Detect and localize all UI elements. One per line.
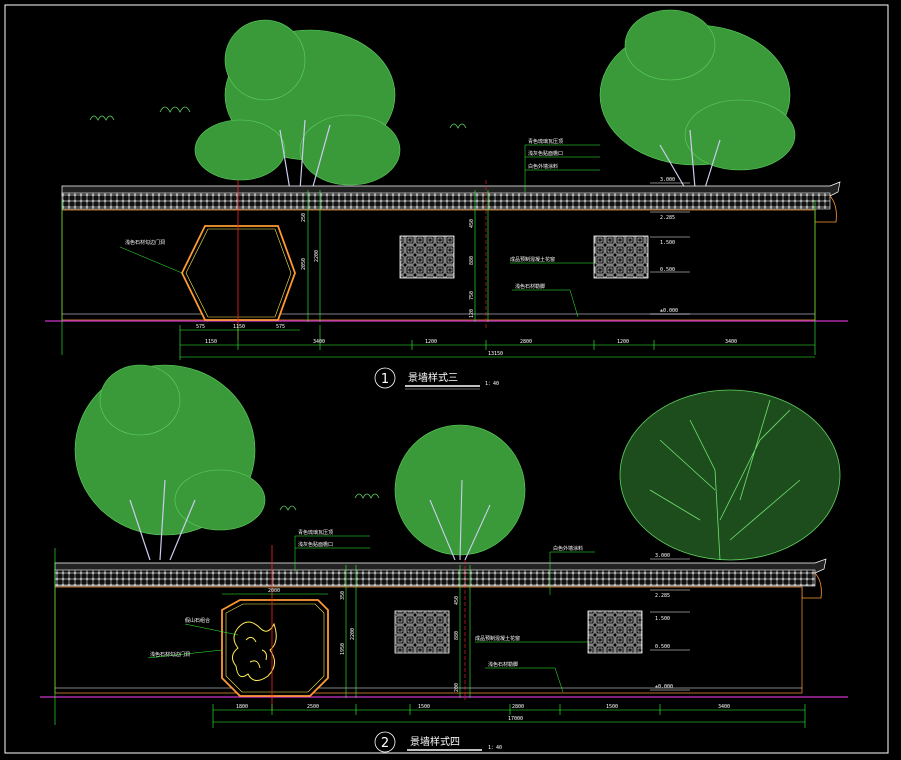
grass-icon — [159, 106, 191, 113]
tree-icon — [619, 389, 841, 561]
dim-label: 2050 — [301, 258, 307, 270]
note-window: 成品预制混凝土花窗 — [475, 635, 520, 642]
drawing-number-circle — [374, 731, 396, 753]
dim-label: 575 — [276, 324, 285, 330]
note-base: 浅色石材勒脚 — [488, 661, 518, 668]
dimension-lines — [54, 548, 806, 728]
dim-label: 1200 — [425, 339, 437, 345]
dim-label: 880 — [469, 256, 475, 265]
cornice-band — [61, 192, 831, 210]
cornice-band — [54, 569, 816, 587]
dim-label: 1500 — [606, 704, 618, 710]
tree-icon — [194, 19, 401, 191]
dim-label: 3400 — [718, 704, 730, 710]
level-label: 3.000 — [655, 553, 670, 559]
dim-label: 450 — [469, 219, 475, 228]
dim-label: 250 — [301, 213, 307, 222]
dim-label: 1150 — [205, 339, 217, 345]
level-markers — [650, 558, 690, 691]
dim-label: 3400 — [725, 339, 737, 345]
drawing-title: 景墙样式四 — [410, 735, 460, 748]
dim-label: 120 — [469, 309, 475, 318]
tree-icon — [394, 424, 526, 561]
drawing-scale: 1：40 — [485, 381, 499, 387]
note-rock: 假山石组合 — [185, 617, 210, 624]
level-label: 2.285 — [660, 215, 675, 221]
dim-label: 2800 — [512, 704, 524, 710]
drawing-number: 1 — [381, 372, 389, 387]
note-base: 浅色石材勒脚 — [515, 283, 545, 290]
dim-label: 1200 — [617, 339, 629, 345]
door-opening — [180, 225, 296, 321]
dim-label: 200 — [454, 683, 460, 692]
drawing-number: 2 — [381, 736, 389, 751]
drawing-title: 景墙样式三 — [408, 371, 458, 384]
dim-label: 2200 — [314, 250, 320, 262]
dim-total: 13150 — [488, 351, 503, 357]
dim-label: 2800 — [520, 339, 532, 345]
elevation-1: 3.000 2.285 1.500 0.500 ±0.000 青色琉璃瓦压顶 浅… — [45, 9, 848, 390]
dim-label: 350 — [340, 591, 346, 600]
level-label: ±0.000 — [660, 308, 678, 314]
level-label: ±0.000 — [655, 684, 673, 690]
dim-label: 1950 — [340, 643, 346, 655]
lattice-window — [593, 235, 649, 279]
leader-lines — [119, 144, 600, 318]
note-coping: 青色琉璃瓦压顶 — [298, 529, 333, 536]
note-window: 成品预制混凝土花窗 — [510, 256, 555, 263]
drawing-scale: 1：40 — [488, 745, 502, 751]
level-label: 1.500 — [655, 616, 670, 622]
dim-label: 2200 — [350, 628, 356, 640]
level-label: 2.285 — [655, 593, 670, 599]
note-coping: 青色琉璃瓦压顶 — [528, 138, 563, 145]
level-label: 1.500 — [660, 240, 675, 246]
note-wall: 白色外墙涂料 — [528, 163, 558, 170]
tree-icon — [74, 364, 266, 561]
door-opening — [221, 599, 329, 697]
eave-curve — [801, 572, 822, 599]
grass-icon — [279, 505, 297, 511]
dim-label: 1800 — [236, 704, 248, 710]
tree-icon — [599, 9, 796, 189]
grass-icon — [354, 493, 380, 499]
level-label: 0.500 — [660, 267, 675, 273]
dim-label: 575 — [196, 324, 205, 330]
level-label: 3.000 — [660, 177, 675, 183]
note-door: 浅色石材勾边门洞 — [150, 651, 190, 658]
dim-label: 750 — [469, 291, 475, 300]
lattice-window — [394, 610, 450, 654]
dimension-lines — [61, 190, 816, 360]
eave-curve — [814, 195, 837, 223]
note-cornice: 浅灰色贴面檐口 — [528, 150, 563, 157]
dim-label: 3400 — [313, 339, 325, 345]
elevation-2: 3.000 2.285 1.500 0.500 ±0.000 青色琉璃瓦压顶 浅… — [40, 364, 848, 754]
level-markers — [650, 182, 690, 315]
dim-label: 2000 — [268, 588, 280, 594]
grass-icon — [89, 115, 115, 121]
leader-lines — [147, 535, 595, 693]
grass-icon — [449, 123, 467, 129]
rock-sculpture — [232, 621, 277, 681]
dim-total: 17000 — [508, 716, 523, 722]
dim-label: 880 — [454, 631, 460, 640]
dim-label: 1150 — [233, 324, 245, 330]
drawing-number-circle — [374, 367, 396, 389]
lattice-window — [587, 610, 643, 654]
dim-label: 450 — [454, 596, 460, 605]
level-label: 0.500 — [655, 644, 670, 650]
note-wall: 白色外墙涂料 — [553, 545, 583, 552]
dim-label: 2500 — [307, 704, 319, 710]
dim-label: 1500 — [418, 704, 430, 710]
note-door: 浅色石材勾边门洞 — [125, 239, 165, 246]
note-cornice: 浅灰色贴面檐口 — [298, 541, 333, 548]
lattice-window — [399, 235, 455, 279]
